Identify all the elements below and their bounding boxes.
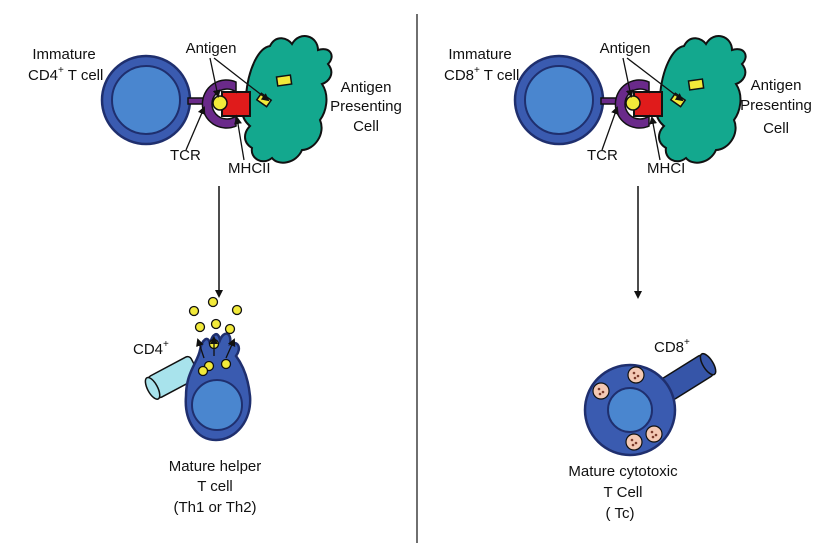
apc-label-line1: Antigen <box>751 77 802 94</box>
mature-cell-label-line2: T cell <box>197 478 233 495</box>
apc-label-line2: Presenting <box>740 97 812 114</box>
immature-cell-label: Immature <box>32 46 95 63</box>
antigen-presenting-cell <box>654 35 747 164</box>
cd4-marker-label: CD4+ <box>133 339 169 358</box>
mature-cell-label-line1: Mature cytotoxic <box>568 463 678 480</box>
secretion-arrow <box>225 338 236 359</box>
antigen-pointer-2 <box>626 57 684 102</box>
right-panel: Immature CD8+ T cell Antigen Antigen Pre… <box>444 35 812 522</box>
antigen-label: Antigen <box>186 40 237 57</box>
antigen-pointer-2 <box>213 57 270 102</box>
apc-label-line3: Cell <box>763 120 789 137</box>
cd8-marker-label: CD8+ <box>654 337 690 356</box>
immature-cell-subtype-label: CD8+ T cell <box>444 65 519 84</box>
t-cell-nucleus <box>524 65 594 135</box>
tcr-label: TCR <box>587 147 618 164</box>
antigen-fragment <box>687 78 705 91</box>
apc-label-line3: Cell <box>353 118 379 135</box>
bound-antigen <box>625 95 641 111</box>
mhc-label: MHCII <box>228 160 271 177</box>
left-panel: Immature CD4+ T cell Antigen Antigen Pre… <box>28 35 402 516</box>
apc-label-line2: Presenting <box>330 98 402 115</box>
antigen-pointer <box>209 57 221 98</box>
mature-cell-label-line3: ( Tc) <box>606 505 635 522</box>
apc-label-line1: Antigen <box>341 79 392 96</box>
cytotoxic-cell-nucleus <box>607 387 653 433</box>
cd8-marker <box>660 352 717 401</box>
tcr-pointer <box>601 106 619 151</box>
helper-cell-nucleus <box>191 379 243 431</box>
antigen-label: Antigen <box>600 40 651 57</box>
antigen-presenting-cell <box>240 35 333 164</box>
mhc-pointer <box>649 116 661 161</box>
mhc-pointer <box>234 116 245 161</box>
antigen-fragment <box>275 74 293 87</box>
mhc-label: MHCI <box>647 160 685 177</box>
cytotoxic-granules <box>592 366 663 451</box>
mature-cell-label-line2: T Cell <box>604 484 643 501</box>
secretion-arrow <box>196 338 205 359</box>
t-cell-nucleus <box>111 65 181 135</box>
tcr-pointer <box>185 106 206 151</box>
antigen-pointer <box>622 57 634 98</box>
immature-cell-label: Immature <box>448 46 511 63</box>
bound-antigen <box>212 95 228 111</box>
immature-cell-subtype-label: CD4+ T cell <box>28 65 103 84</box>
secreted-cytokines <box>188 296 243 377</box>
tcr-label: TCR <box>170 147 201 164</box>
mature-cell-label-line3: (Th1 or Th2) <box>173 499 256 516</box>
mature-cell-label-line1: Mature helper <box>169 458 262 475</box>
